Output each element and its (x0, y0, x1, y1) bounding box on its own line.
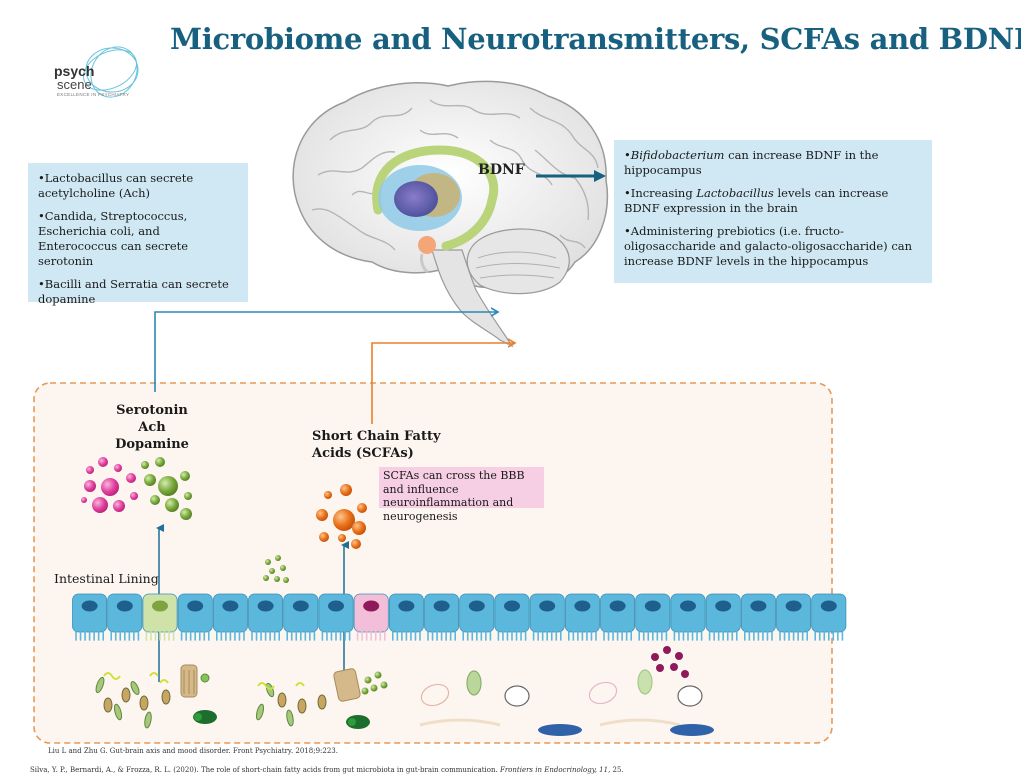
green-molecule-cluster (263, 555, 289, 583)
reference-1: Liu L and Zhu G. Gut-brain axis and mood… (48, 747, 338, 755)
epithelial-cell (107, 593, 143, 633)
epithelial-cell (564, 593, 600, 633)
lactobacillus-note: •Lactobacillus can secrete acetylcholine… (38, 171, 194, 200)
bifidobacterium-term: Bifidobacterium (630, 148, 725, 162)
epithelial-cell (600, 593, 636, 633)
scfa-to-brain-arrow (371, 343, 514, 424)
cell-nucleus (715, 600, 732, 612)
cell-nucleus (539, 600, 556, 612)
bacteria-secretion-box: •Lactobacillus can secrete acetylcholine… (28, 163, 248, 306)
cell-nucleus (504, 600, 520, 612)
epithelial-cell (318, 593, 354, 633)
epithelial-cell (177, 593, 213, 633)
epithelial-cell (635, 593, 671, 633)
logo-swirl-icon (83, 46, 139, 98)
cell-nucleus (750, 600, 767, 612)
cell-nucleus (680, 600, 696, 612)
cell-nucleus (257, 600, 274, 612)
epithelial-cell (353, 593, 389, 633)
prebiotics-note: •Administering prebiotics (i.e. fructo-o… (624, 224, 913, 268)
intestinal-lining-label: Intestinal Lining (54, 571, 159, 586)
cell-nucleus (328, 600, 344, 612)
epithelial-cell (494, 593, 530, 633)
serotonin-bacteria-note: •Candida, Streptococcus, Escherichia col… (38, 209, 189, 268)
logo-text: psych (54, 63, 95, 79)
cell-nucleus (187, 600, 204, 612)
gut-region-frame (33, 382, 833, 744)
neurotransmitter-molecules (81, 457, 192, 520)
cell-nucleus (398, 600, 415, 612)
scfa-note: SCFAs can cross the BBB and influence ne… (379, 467, 544, 523)
cell-nucleus (292, 600, 309, 612)
bacteria-left-group (95, 664, 217, 729)
epithelial-cell (740, 593, 776, 633)
bdnf-label: BDNF (478, 162, 525, 178)
epithelial-cell (529, 593, 565, 633)
bdnf-effects-box: •Bifidobacterium can increase BDNF in th… (614, 140, 932, 283)
epithelial-cell (811, 593, 847, 633)
page-title: Microbiome and Neurotransmitters, SCFAs … (170, 22, 1021, 56)
lactobacillus-bdnf-note: •Increasing Lactobacillus levels can inc… (624, 186, 889, 215)
epithelial-cell (248, 593, 284, 633)
neurotransmitter-to-brain-arrow (154, 312, 497, 392)
reference-2: Silva, Y. P., Bernardi, A., & Frozza, R.… (30, 766, 624, 774)
lactobacillus-term: Lactobacillus (696, 186, 774, 200)
brain-illustration (292, 80, 609, 348)
cell-nucleus (81, 600, 98, 612)
cell-nucleus (785, 600, 802, 612)
cell-nucleus (222, 600, 239, 612)
intestinal-lining (72, 593, 847, 641)
logo-tagline: EXCELLENCE IN PSYCHIATRY (57, 92, 130, 97)
epithelial-cell (142, 593, 178, 633)
cell-nucleus (609, 600, 626, 612)
bacteria-middle-group (255, 668, 388, 729)
cell-nucleus (468, 600, 485, 612)
neurotransmitter-label: Serotonin Ach Dopamine (115, 403, 189, 452)
epithelial-cell (459, 593, 495, 633)
epithelial-cell (72, 593, 108, 633)
cell-nucleus (152, 600, 168, 612)
epithelial-cell (705, 593, 741, 633)
logo-subtext: scene (57, 77, 92, 92)
cell-nucleus (433, 600, 450, 612)
bifidobacterium-note: •Bifidobacterium can increase BDNF in th… (624, 148, 879, 177)
cell-nucleus (116, 600, 133, 612)
cell-nucleus (363, 600, 380, 612)
epithelial-cell (283, 593, 319, 633)
scfa-label: Short Chain Fatty Acids (SCFAs) (312, 429, 441, 461)
cell-nucleus (644, 600, 661, 612)
dopamine-bacteria-note: •Bacilli and Serratia can secrete dopami… (38, 277, 229, 306)
epithelial-cell (424, 593, 460, 633)
epithelial-cell (388, 593, 424, 633)
scfa-molecules (316, 484, 367, 549)
cell-nucleus (574, 600, 591, 612)
bacteria-right-group (419, 646, 714, 736)
epithelial-cell (212, 593, 248, 633)
epithelial-cell (776, 593, 812, 633)
epithelial-cell (670, 593, 706, 633)
cell-nucleus (820, 600, 837, 612)
